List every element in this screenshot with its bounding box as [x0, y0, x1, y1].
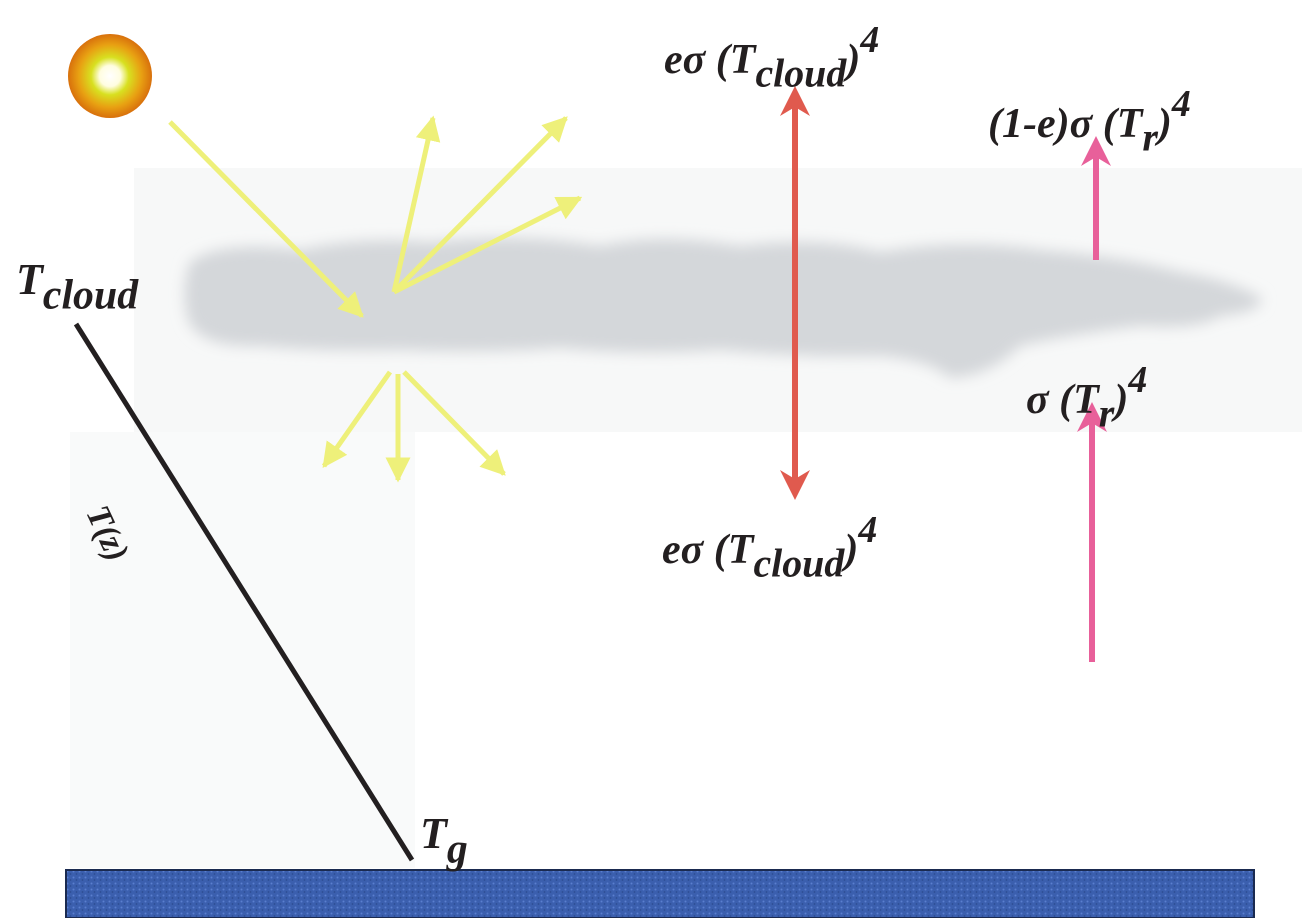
- emission-up-label: eσ (Tcloud)4: [664, 19, 880, 96]
- scattered-down-ray: [402, 370, 506, 476]
- column-haze: [70, 432, 415, 868]
- transmitted-label: (1-e)σ (Tr)4: [988, 83, 1191, 160]
- reflected-ray: [392, 116, 568, 294]
- surface-emission-label: σ (Tr)4: [1026, 359, 1148, 436]
- t-cloud-label: Tcloud: [16, 255, 139, 319]
- emission-down-label: eσ (Tcloud)4: [662, 509, 878, 586]
- reflected-ray: [392, 195, 583, 295]
- incoming-solar-ray: [168, 120, 364, 318]
- temperature-profile-line: [73, 322, 415, 862]
- reflected-ray: [391, 115, 441, 293]
- ground-surface: [65, 869, 1255, 919]
- t-g-label: Tg: [420, 809, 468, 873]
- cloud: [184, 237, 1262, 378]
- scattered-down-ray: [321, 370, 393, 469]
- sun-icon: [68, 34, 152, 118]
